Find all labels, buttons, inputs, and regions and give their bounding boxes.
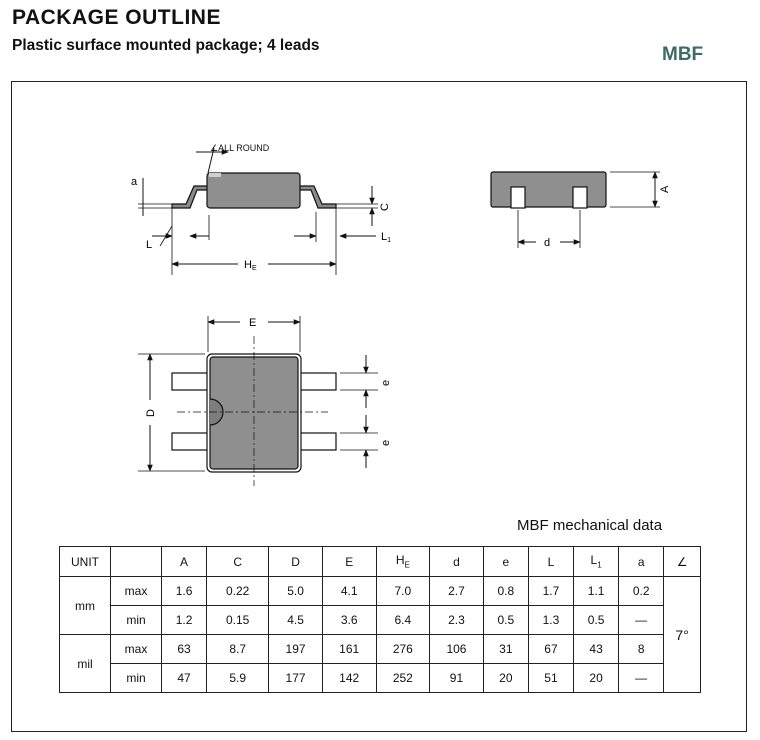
value-cell: 2.7 xyxy=(429,576,484,606)
value-cell: 0.2 xyxy=(618,576,665,606)
value-cell: 43 xyxy=(573,634,620,664)
value-cell: 3.6 xyxy=(321,605,377,635)
value-cell: 5.0 xyxy=(268,576,323,606)
value-cell: 67 xyxy=(527,634,575,664)
value-cell: 20 xyxy=(573,663,620,693)
value-cell: — xyxy=(618,605,665,635)
end-lead-right xyxy=(572,186,588,209)
value-cell: 4.5 xyxy=(268,605,323,635)
page-subtitle: Plastic surface mounted package; 4 leads xyxy=(12,37,320,54)
table-caption: MBF mechanical data xyxy=(517,517,663,534)
dim-D-label: D xyxy=(145,409,157,417)
value-cell: 0.15 xyxy=(206,605,270,635)
header-col: ∠ xyxy=(663,546,701,577)
dim-L-label: L xyxy=(146,239,152,251)
dim-d-label: d xyxy=(544,237,550,249)
top-lead-1 xyxy=(171,372,209,391)
end-view xyxy=(490,171,660,248)
end-body xyxy=(490,171,607,208)
value-cell: 1.6 xyxy=(160,576,208,606)
value-cell: 91 xyxy=(429,663,484,693)
value-cell: 276 xyxy=(375,634,431,664)
side-body xyxy=(206,172,301,209)
value-cell: 4.1 xyxy=(321,576,377,606)
value-cell: 197 xyxy=(268,634,323,664)
dim-L1-label: L1 xyxy=(381,231,391,244)
header-col: a xyxy=(618,546,665,577)
value-cell: 31 xyxy=(482,634,529,664)
value-cell: 51 xyxy=(527,663,575,693)
value-cell: — xyxy=(618,663,665,693)
value-cell: 7.0 xyxy=(375,576,431,606)
row-label: min xyxy=(110,663,162,693)
value-cell: 106 xyxy=(429,634,484,664)
angle-value: 7° xyxy=(663,576,701,693)
header-col: D xyxy=(268,546,323,577)
top-lead-3 xyxy=(299,372,337,391)
dim-A-label: A xyxy=(659,185,671,193)
value-cell: 63 xyxy=(160,634,208,664)
header-col: HE xyxy=(375,546,431,577)
top-view xyxy=(138,316,378,486)
header-col: e xyxy=(482,546,529,577)
value-cell: 6.4 xyxy=(375,605,431,635)
side-view xyxy=(138,147,378,275)
top-lead-2 xyxy=(171,432,209,451)
value-cell: 1.3 xyxy=(527,605,575,635)
top-lead-4 xyxy=(299,432,337,451)
end-lead-left xyxy=(510,186,526,209)
value-cell: 1.2 xyxy=(160,605,208,635)
drawing-frame xyxy=(11,81,747,732)
dim-a-label: a xyxy=(131,176,138,188)
header-blank xyxy=(110,546,162,577)
value-cell: 0.5 xyxy=(573,605,620,635)
dim-HE-label: HE xyxy=(244,259,257,272)
value-cell: 47 xyxy=(160,663,208,693)
header-col: L1 xyxy=(573,546,620,577)
page-title: PACKAGE OUTLINE xyxy=(12,6,221,29)
value-cell: 0.5 xyxy=(482,605,529,635)
value-cell: 1.1 xyxy=(573,576,620,606)
header-col: E xyxy=(321,546,377,577)
value-cell: 252 xyxy=(375,663,431,693)
value-cell: 20 xyxy=(482,663,529,693)
value-cell: 142 xyxy=(321,663,377,693)
dim-e2-label: e xyxy=(380,440,392,446)
row-label: min xyxy=(110,605,162,635)
row-label: max xyxy=(110,576,162,606)
dim-e1-label: e xyxy=(380,380,392,386)
value-cell: 8.7 xyxy=(206,634,270,664)
unit-cell: mm xyxy=(59,576,111,635)
value-cell: 2.3 xyxy=(429,605,484,635)
header-col: d xyxy=(429,546,484,577)
unit-cell: mil xyxy=(59,634,111,693)
value-cell: 8 xyxy=(618,634,665,664)
value-cell: 0.8 xyxy=(482,576,529,606)
value-cell: 0.22 xyxy=(206,576,270,606)
value-cell: 161 xyxy=(321,634,377,664)
value-cell: 177 xyxy=(268,663,323,693)
all-round-note: ∠ALL ROUND xyxy=(210,143,270,153)
row-label: max xyxy=(110,634,162,664)
header-col: C xyxy=(206,546,270,577)
package-code: MBF xyxy=(662,44,704,65)
header-col: A xyxy=(160,546,208,577)
header-unit: UNIT xyxy=(59,546,111,577)
dim-E-label: E xyxy=(249,317,256,329)
dim-C-label: C xyxy=(379,203,391,211)
header-col: L xyxy=(527,546,575,577)
value-cell: 5.9 xyxy=(206,663,270,693)
value-cell: 1.7 xyxy=(527,576,575,606)
